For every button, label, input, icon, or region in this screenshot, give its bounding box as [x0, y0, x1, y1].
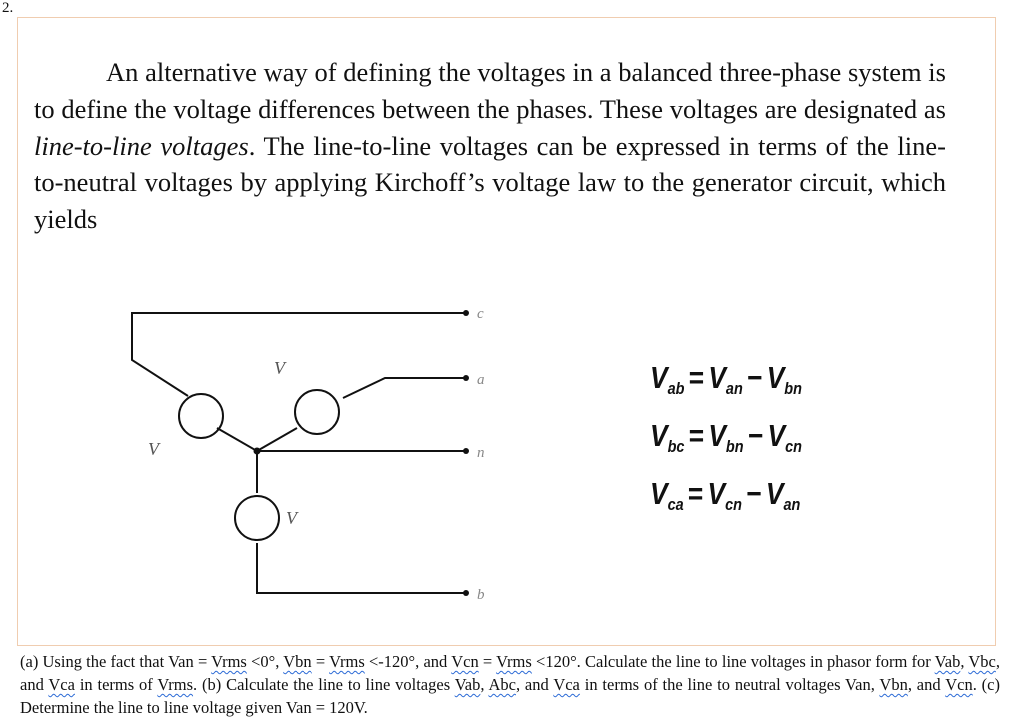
wire-a	[342, 377, 465, 399]
spellcheck-word: Abc	[488, 675, 516, 694]
spellcheck-word: Vab	[454, 675, 481, 694]
source-circle-left	[178, 393, 224, 439]
paragraph-text-1: An alternative way of defining the volta…	[34, 57, 946, 124]
terminal-label-c: c	[477, 306, 484, 322]
terminal-label-b: b	[477, 587, 485, 603]
terminal-dot-n	[463, 448, 469, 454]
spellcheck-word: Vrms	[496, 652, 532, 671]
terminal-dot-c	[463, 310, 469, 316]
paragraph-text-2: . The line-to-line voltages can be expre…	[34, 130, 946, 235]
spellcheck-word: Vrms	[157, 675, 194, 694]
equation-vca: Vca=Vcn−Van	[650, 476, 801, 514]
wire-left-to-node	[216, 427, 258, 452]
content-box	[17, 17, 996, 646]
spellcheck-word: Vab	[934, 652, 961, 671]
problem-number: 2.	[2, 0, 14, 16]
question-text: (a) Using the fact that Van = Vrms <0°, …	[20, 652, 1000, 717]
paragraph-italic-term: line-to-line voltages	[34, 130, 249, 161]
spellcheck-word: Vbc	[968, 652, 996, 671]
spellcheck-word: Vbn	[879, 675, 908, 694]
spellcheck-word: Vcn	[451, 652, 479, 671]
source-label-a: V	[274, 358, 287, 378]
wire-c	[131, 312, 465, 397]
intro-paragraph: An alternative way of defining the volta…	[34, 54, 946, 238]
wire-b	[256, 543, 465, 594]
source-label-c: V	[148, 439, 161, 459]
terminal-dot-a	[463, 375, 469, 381]
equation-vab: Vab=Van−Vbn	[650, 360, 802, 398]
wye-generator-circuit-diagram: c a n b V V V	[131, 306, 485, 603]
spellcheck-word: Vrms	[211, 652, 247, 671]
neutral-node	[253, 447, 261, 455]
source-circle-bottom	[234, 495, 280, 541]
spellcheck-word: Vcn	[945, 675, 973, 694]
source-label-b: V	[286, 508, 299, 528]
terminal-label-n: n	[477, 445, 485, 461]
line-voltage-equations: Vab=Van−Vbn Vbc=Vbn−Vcn Vca=Vcn−Van	[650, 360, 829, 534]
terminal-dot-b	[463, 590, 469, 596]
source-circle-right	[294, 389, 340, 435]
spellcheck-word: Vca	[48, 675, 75, 694]
equation-vbc: Vbc=Vbn−Vcn	[650, 418, 802, 456]
terminal-label-a: a	[477, 372, 485, 388]
wire-right-to-node	[256, 427, 298, 452]
spellcheck-word: Vbn	[283, 652, 312, 671]
spellcheck-word: Vrms	[329, 652, 365, 671]
spellcheck-word: Vca	[553, 675, 580, 694]
